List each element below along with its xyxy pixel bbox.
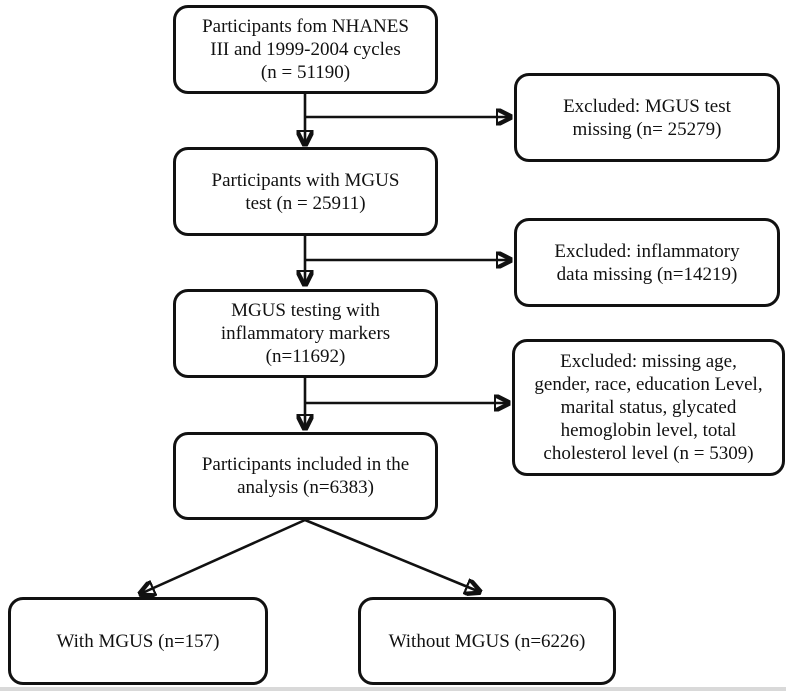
box-without-mgus: Without MGUS (n=6226) — [358, 597, 616, 685]
box-with-mgus-label: With MGUS (n=157) — [56, 630, 220, 652]
box-excluded-covariates-missing-label: Excluded: missing age, gender, race, edu… — [534, 351, 763, 464]
box-excluded-covariates-missing: Excluded: missing age, gender, race, edu… — [512, 339, 785, 476]
box-excluded-inflammatory-missing-label: Excluded: inflammatory data missing (n=1… — [554, 240, 740, 285]
box-mgus-testing-inflammatory-markers: MGUS testing with inflammatory markers (… — [173, 289, 438, 378]
box-participants-included-label: Participants included in the analysis (n… — [201, 454, 410, 498]
box-excluded-mgus-test-missing: Excluded: MGUS test missing (n= 25279) — [514, 73, 780, 162]
edge-included-to-without-mgus — [304, 518, 480, 592]
box-participants-included: Participants included in the analysis (n… — [173, 432, 438, 520]
box-excluded-inflammatory-missing: Excluded: inflammatory data missing (n=1… — [514, 218, 780, 307]
box-source-population: Participants fom NHANES III and 1999-200… — [173, 5, 438, 94]
box-source-population-label: Participants fom NHANES III and 1999-200… — [202, 16, 409, 83]
box-mgus-testing-inflammatory-markers-label: MGUS testing with inflammatory markers (… — [220, 300, 391, 367]
figure-bottom-edge — [0, 687, 786, 691]
box-without-mgus-label: Without MGUS (n=6226) — [388, 630, 586, 652]
box-with-mgus: With MGUS (n=157) — [8, 597, 268, 685]
box-excluded-mgus-test-missing-label: Excluded: MGUS test missing (n= 25279) — [563, 95, 731, 140]
box-participants-with-mgus-test: Participants with MGUS test (n = 25911) — [173, 147, 438, 236]
edge-included-to-with-mgus — [140, 518, 306, 594]
box-participants-with-mgus-test-label: Participants with MGUS test (n = 25911) — [211, 169, 400, 214]
